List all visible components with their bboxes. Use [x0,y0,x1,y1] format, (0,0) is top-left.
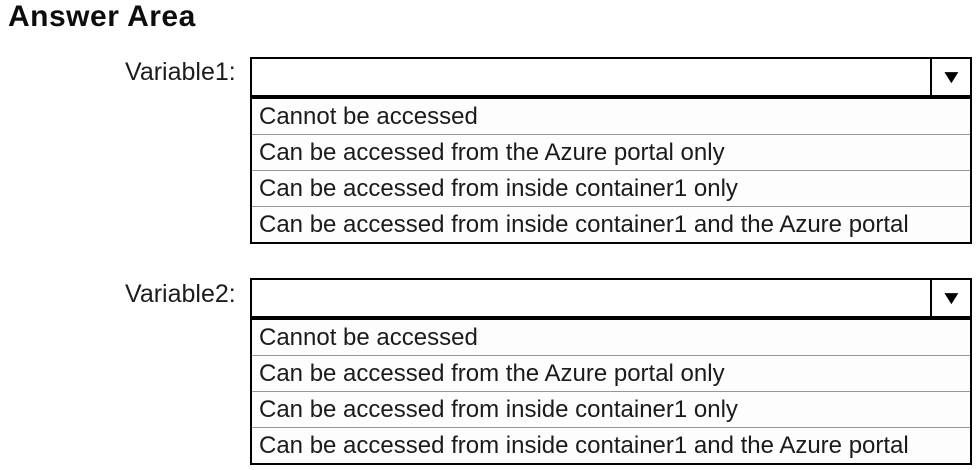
variable1-option-3[interactable]: Can be accessed from inside container1 o… [252,170,970,206]
variable2-option-2[interactable]: Can be accessed from the Azure portal on… [252,355,970,391]
variable1-selected-value[interactable] [252,59,930,95]
variable1-option-2[interactable]: Can be accessed from the Azure portal on… [252,134,970,170]
variable1-dropdown-arrow-button[interactable]: ▼ [930,59,970,95]
variable1-option-4[interactable]: Can be accessed from inside container1 a… [252,206,970,242]
variable2-label: Variable2: [125,280,236,308]
variable2-dropdown-arrow-button[interactable]: ▼ [930,280,970,316]
variable1-dropdown[interactable]: ▼ [250,57,972,97]
chevron-down-icon: ▼ [939,287,963,309]
variable2-selected-value[interactable] [252,280,930,316]
variable2-option-3[interactable]: Can be accessed from inside container1 o… [252,391,970,427]
variable2-option-1[interactable]: Cannot be accessed [252,320,970,355]
variable1-options-list: Cannot be accessed Can be accessed from … [250,97,972,244]
page-title: Answer Area [8,0,196,33]
variable1-label: Variable1: [125,58,236,86]
variable2-option-4[interactable]: Can be accessed from inside container1 a… [252,427,970,463]
variable2-options-list: Cannot be accessed Can be accessed from … [250,318,972,465]
chevron-down-icon: ▼ [939,66,963,88]
variable1-option-1[interactable]: Cannot be accessed [252,99,970,134]
variable2-dropdown[interactable]: ▼ [250,278,972,318]
